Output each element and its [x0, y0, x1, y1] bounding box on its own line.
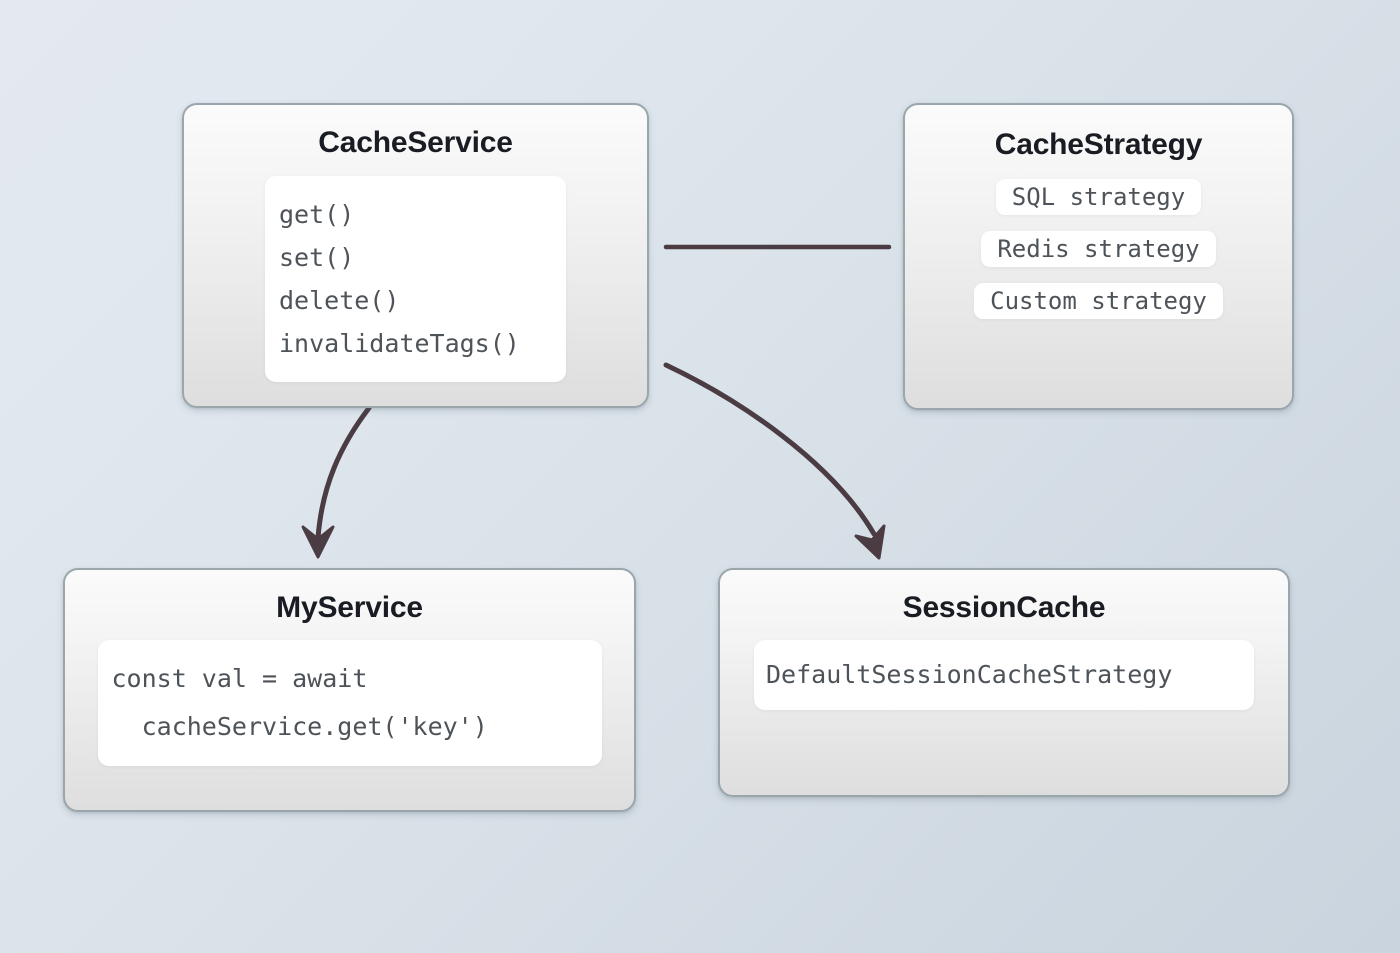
card-cache-strategy[interactable]: CacheStrategy SQL strategy Redis strateg…: [903, 103, 1294, 410]
method-item: set(): [279, 243, 355, 272]
card-my-service[interactable]: MyService const val = await cacheService…: [63, 568, 636, 812]
my-service-code-block: const val = await cacheService.get('key'…: [97, 640, 602, 766]
card-session-cache[interactable]: SessionCache DefaultSessionCacheStrategy: [718, 568, 1290, 797]
cache-service-method-list: get() set() delete() invalidateTags(): [265, 176, 566, 382]
connector-cache-service-to-session-cache: [663, 362, 886, 560]
card-title-session-cache: SessionCache: [902, 591, 1106, 624]
card-title-cache-strategy: CacheStrategy: [994, 128, 1203, 161]
card-title-my-service: MyService: [276, 591, 423, 624]
cache-strategy-list: SQL strategy Redis strategy Custom strat…: [974, 179, 1223, 319]
session-cache-code-block: DefaultSessionCacheStrategy: [754, 640, 1254, 710]
method-item: invalidateTags(): [279, 329, 520, 358]
strategy-item: Custom strategy: [974, 283, 1223, 319]
code-line: cacheService.get('key'): [111, 712, 488, 741]
connector-cache-service-to-my-service: [301, 405, 372, 559]
code-line: DefaultSessionCacheStrategy: [766, 660, 1173, 689]
card-cache-service[interactable]: CacheService get() set() delete() invali…: [182, 103, 649, 408]
method-item: get(): [279, 200, 355, 229]
card-title-cache-service: CacheService: [318, 126, 513, 159]
strategy-item: Redis strategy: [981, 231, 1216, 267]
code-line: const val = await: [111, 664, 368, 693]
strategy-item: SQL strategy: [995, 179, 1202, 215]
method-item: delete(): [279, 286, 400, 315]
